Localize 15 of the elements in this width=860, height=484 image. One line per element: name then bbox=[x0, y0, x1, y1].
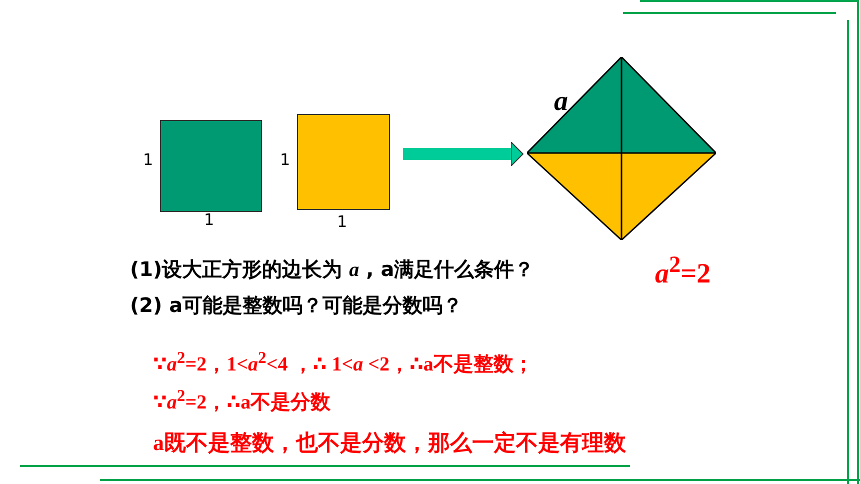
question: (2) a可能是整数吗？可能是分数吗？ bbox=[130, 292, 463, 319]
diamond-drawing bbox=[527, 57, 716, 240]
reasoning-line: ∵a$^{2}$=2，∴a不是分数 bbox=[153, 386, 331, 416]
length-label: 1 bbox=[337, 212, 348, 231]
length-label: 1 bbox=[204, 210, 214, 229]
length-label: 1 bbox=[143, 150, 154, 169]
arrow bbox=[403, 142, 524, 166]
square bbox=[297, 114, 390, 210]
reasoning-line: ∵a$^{2}$=2，1<a$^{2}$<4 ，∴ 1<a <2，∴a不是整数； bbox=[153, 348, 534, 378]
conclusion: a既不是整数，也不是分数，那么一定不是有理数 bbox=[153, 429, 626, 457]
square bbox=[160, 120, 262, 212]
side-label: a bbox=[554, 85, 568, 118]
length-label: 1 bbox=[280, 150, 290, 169]
question: (1)设大正方形的边长为 a , a满足什么条件？ bbox=[130, 256, 534, 283]
answer: a$^{2}$=2 bbox=[655, 252, 711, 290]
